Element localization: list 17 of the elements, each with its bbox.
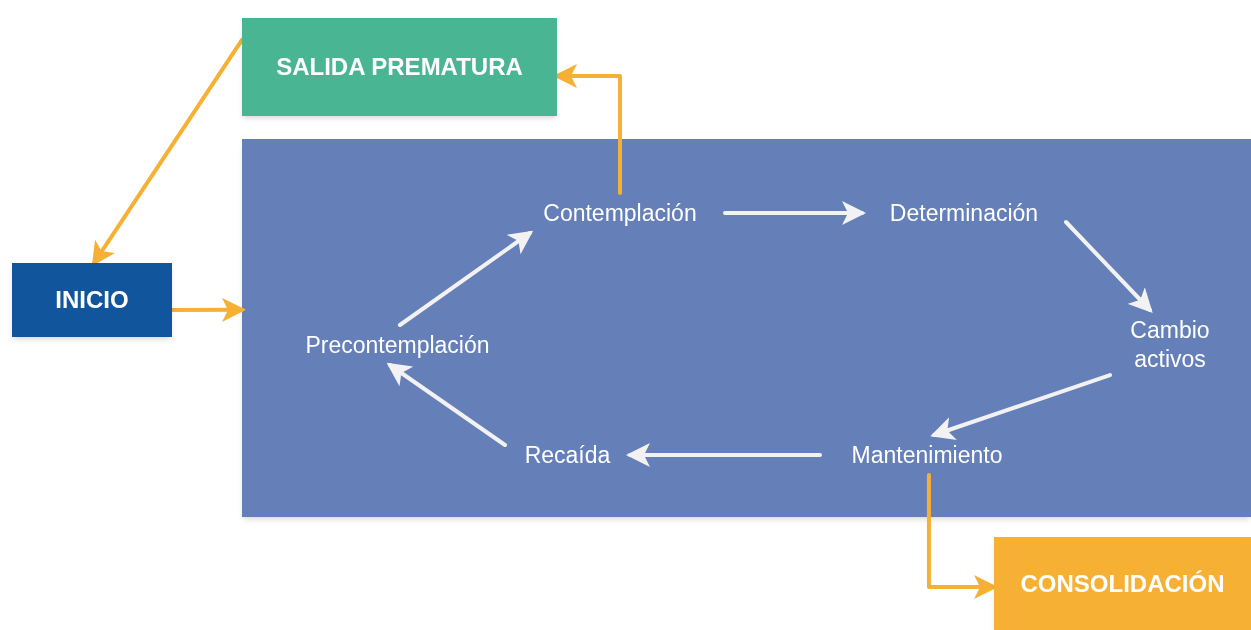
stage-label: Contemplación: [515, 193, 725, 233]
cycle-panel: [242, 139, 1251, 517]
arrow: [386, 362, 507, 447]
arrow: [723, 201, 866, 225]
stage-box: INICIO: [12, 263, 172, 337]
arrow: [930, 373, 1112, 440]
stage-label: Cambio activos: [1110, 310, 1230, 380]
stage-box: CONSOLIDACIÓN: [994, 537, 1251, 630]
stage-label: Precontemplación: [275, 325, 520, 365]
stage-box: SALIDA PREMATURA: [242, 18, 557, 116]
arrow: [397, 230, 534, 327]
arrow: [170, 297, 246, 322]
stage-label: Recaída: [505, 435, 630, 475]
stage-label: Mantenimiento: [820, 435, 1034, 475]
stage-label: Determinación: [862, 193, 1066, 233]
arrow: [1064, 220, 1153, 313]
arrow: [626, 443, 822, 467]
